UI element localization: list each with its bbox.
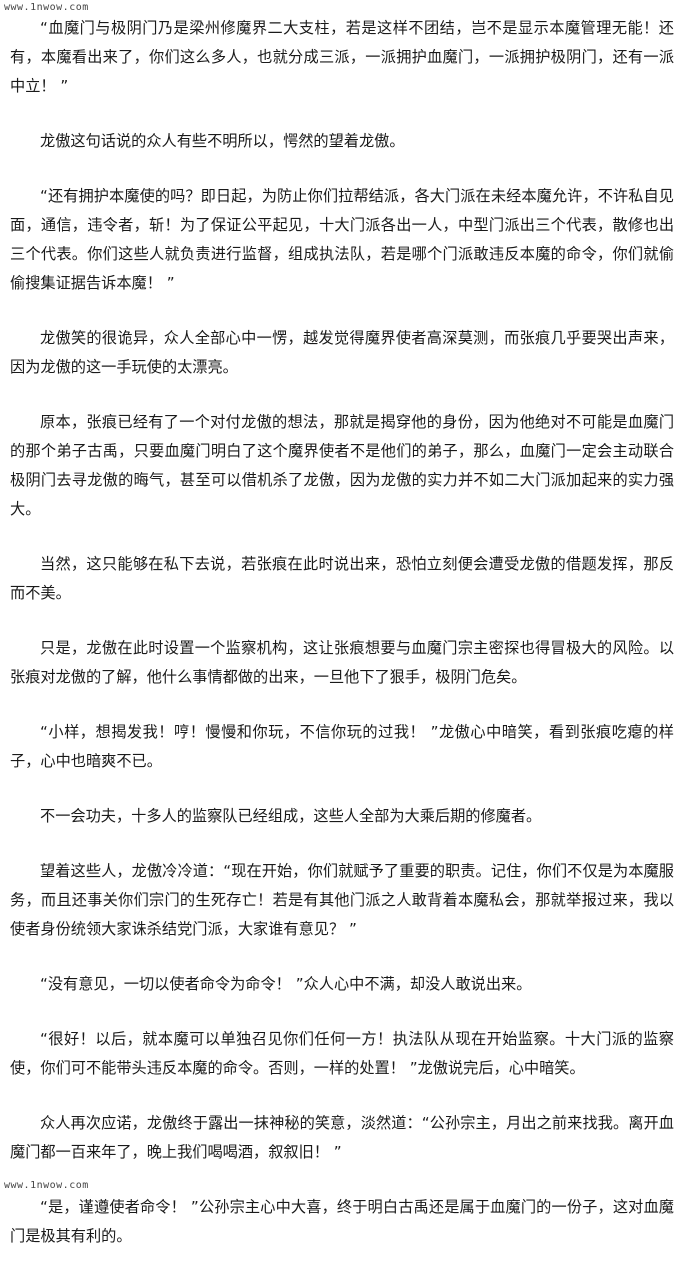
paragraph-7: 只是，龙傲在此时设置一个监察机构，这让张痕想要与血魔门宗主密探也得冒极大的风险。… (10, 639, 674, 686)
paragraph-14: “是，谨遵使者命令！ ”公孙宗主心中大喜，终于明白古禹还是属于血魔门的一份子，这… (10, 1198, 674, 1245)
paragraph-6: 当然，这只能够在私下去说，若张痕在此时说出来，恐怕立刻便会遭受龙傲的借题发挥，那… (10, 555, 674, 602)
paragraph-9: 不一会功夫，十多人的监察队已经组成，这些人全部为大乘后期的修魔者。 (40, 807, 542, 825)
paragraph-13: 众人再次应诺，龙傲终于露出一抹神秘的笑意，淡然道：“公孙宗主，月出之前来找我。离… (10, 1114, 674, 1161)
paragraph-10: 望着这些人，龙傲冷冷道：“现在开始，你们就赋予了重要的职责。记住，你们不仅是为本… (10, 862, 674, 938)
paragraph-11: “没有意见，一切以使者命令为命令！ ”众人心中不满，却没人敢说出来。 (40, 975, 532, 993)
paragraph-1: “血魔门与极阴门乃是梁州修魔界二大支柱，若是这样不团结，岂不是显示本魔管理无能！… (10, 19, 674, 95)
paragraph-12: “很好！以后，就本魔可以单独召见你们任何一方！执法队从现在开始监察。十大门派的监… (10, 1030, 674, 1077)
paragraph-5: 原本，张痕已经有了一个对付龙傲的想法，那就是揭穿他的身份，因为他绝对不可能是血魔… (10, 413, 674, 518)
paragraph-8: “小样，想揭发我！哼！慢慢和你玩，不信你玩的过我！ ”龙傲心中暗笑，看到张痕吃瘪… (10, 723, 674, 770)
paragraph-3: “还有拥护本魔使的吗？即日起，为防止你们拉帮结派，各大门派在未经本魔允许，不许私… (10, 187, 674, 292)
watermark-top: www.1nwow.com (4, 2, 89, 13)
watermark-bottom: www.1nwow.com (4, 1180, 89, 1191)
article-body: “血魔门与极阴门乃是梁州修魔界二大支柱，若是这样不团结，岂不是显示本魔管理无能！… (0, 14, 680, 1277)
paragraph-4: 龙傲笑的很诡异，众人全部心中一愣，越发觉得魔界使者高深莫测，而张痕几乎要哭出声来… (10, 329, 674, 376)
paragraph-2: 龙傲这句话说的众人有些不明所以，愕然的望着龙傲。 (40, 132, 405, 150)
